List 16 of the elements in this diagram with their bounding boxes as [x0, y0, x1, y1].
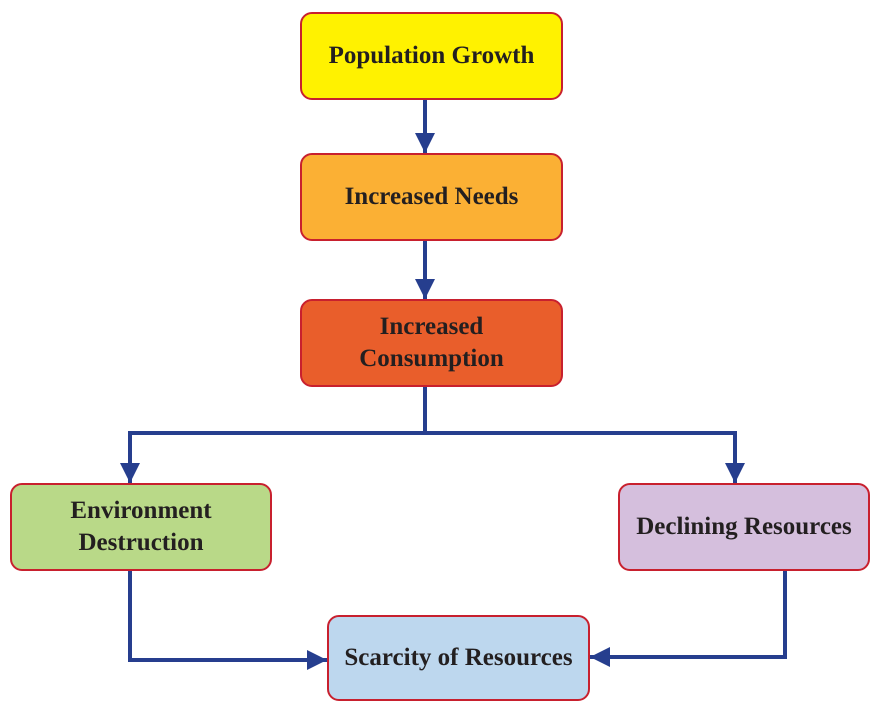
process-box — [300, 12, 563, 100]
process-box — [10, 483, 272, 571]
box-label: Scarcity of Resources — [343, 643, 574, 673]
arrow — [415, 241, 435, 299]
arrow — [590, 571, 787, 667]
arrow — [415, 100, 435, 153]
process-box — [327, 615, 590, 701]
box-label: Declining Resources — [635, 512, 853, 542]
box-label: Population Growth — [328, 41, 536, 71]
process-box — [300, 153, 563, 241]
arrow — [423, 387, 745, 483]
process-box — [300, 299, 563, 387]
process-box — [618, 483, 870, 571]
box-label: Increased Needs — [344, 182, 520, 212]
box-label: Environment Destruction — [69, 496, 213, 558]
box-label: Increased Consumption — [358, 312, 505, 374]
